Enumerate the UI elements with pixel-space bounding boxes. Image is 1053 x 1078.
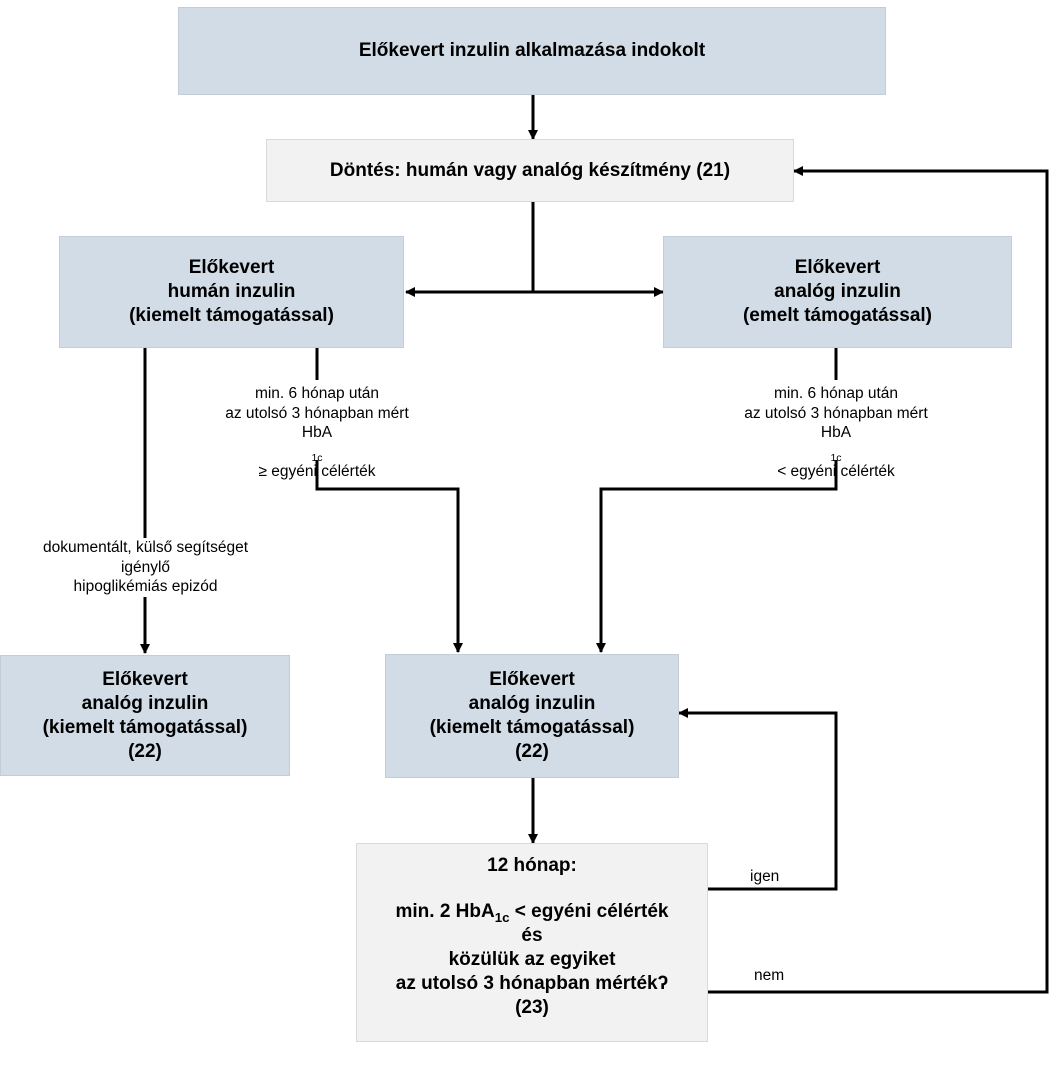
label-hypoglycemia: dokumentált, külső segítséget igénylő hi… [8, 538, 283, 597]
node-emelt-line2: analóg inzulin [774, 281, 901, 302]
node-decision-text: Döntés: humán vagy analóg készítmény (21… [329, 159, 731, 181]
node-human-line1: Előkevert [188, 257, 275, 278]
node-check-line6: (23) [515, 997, 549, 1018]
node-check-line1: 12 hónap: [487, 855, 577, 876]
node-start: Előkevert inzulin alkalmazása indokolt [178, 7, 886, 95]
edge-no-loop [708, 166, 1049, 994]
node-center-line2: analóg inzulin [468, 693, 596, 714]
node-center-line3: (kiemelt támogatással) [429, 717, 635, 738]
node-check-line2: min. 2 HbA1c < egyéni célérték [395, 901, 669, 925]
node-analog-left: Előkevert analóg inzulin (kiemelt támoga… [0, 655, 290, 776]
node-check-line3: és [521, 925, 543, 946]
node-left-line1: Előkevert [102, 668, 188, 690]
node-left-line2: analóg inzulin [81, 692, 209, 714]
node-human-line3: (kiemelt támogatással) [129, 305, 334, 326]
label-yes: igen [750, 868, 780, 885]
node-check: 12 hónap: min. 2 HbA1c < egyéni célérték… [356, 843, 708, 1042]
node-analog-center: Előkevert analóg inzulin (kiemelt támoga… [385, 654, 679, 778]
node-left-line4: (22) [128, 740, 162, 762]
node-check-line5: az utolsó 3 hónapban mértékʔ [395, 973, 669, 994]
node-start-text: Előkevert inzulin alkalmazása indokolt [358, 40, 706, 61]
node-left-line3: (kiemelt támogatással) [42, 716, 248, 738]
node-decision: Döntés: humán vagy analóg készítmény (21… [266, 139, 794, 202]
node-analog-emelt: Előkevert analóg inzulin (emelt támogatá… [663, 236, 1012, 348]
node-center-line1: Előkevert [489, 669, 575, 690]
label-no: nem [754, 967, 785, 984]
label-emelt-to-center: min. 6 hónap után az utolsó 3 hónapban m… [744, 385, 928, 480]
edge-yes-loop [678, 708, 838, 891]
node-emelt-line3: (emelt támogatással) [742, 305, 932, 326]
node-center-line4: (22) [515, 741, 549, 762]
label-human-to-center: min. 6 hónap után az utolsó 3 hónapban m… [225, 385, 409, 480]
node-check-line4: közülük az egyiket [448, 949, 616, 970]
node-emelt-line1: Előkevert [794, 257, 881, 278]
node-human-line2: humán inzulin [167, 281, 296, 302]
node-human-insulin: Előkevert humán inzulin (kiemelt támogat… [59, 236, 404, 348]
